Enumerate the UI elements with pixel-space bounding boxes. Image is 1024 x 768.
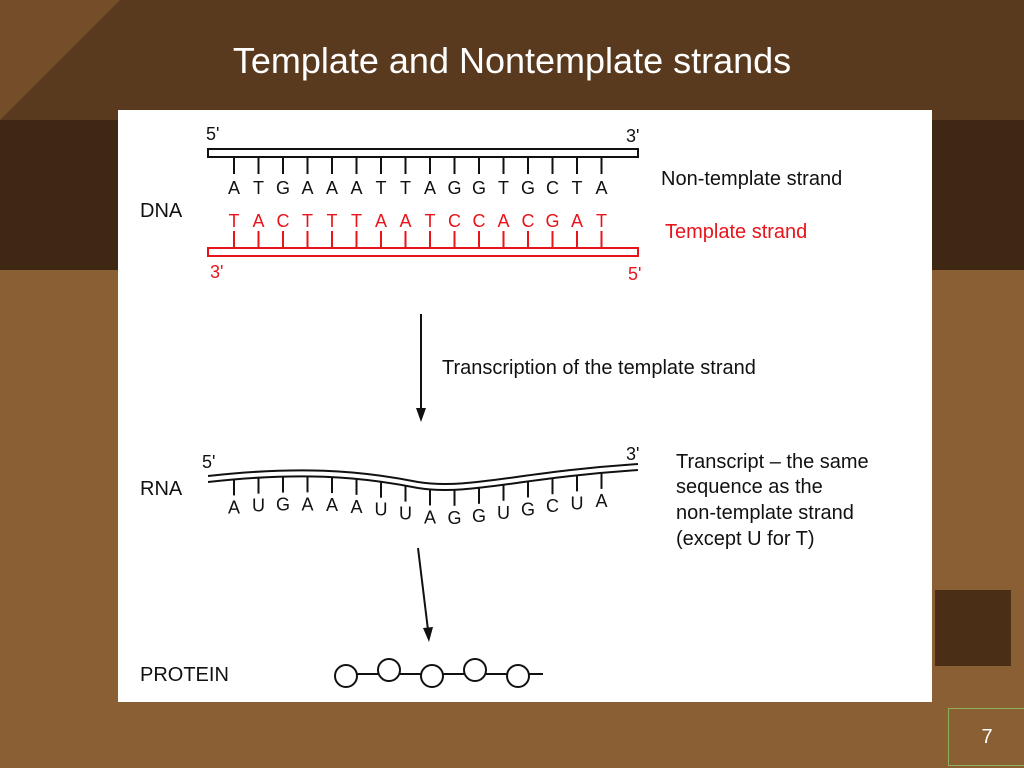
template-base: A — [375, 211, 387, 231]
template-base: T — [229, 211, 240, 231]
top-strand-5-prime: 5' — [206, 124, 219, 144]
nontemplate-base: T — [400, 178, 411, 198]
nontemplate-base: G — [521, 178, 535, 198]
template-base: T — [425, 211, 436, 231]
rna-base: U — [375, 500, 388, 520]
template-base: T — [351, 211, 362, 231]
template-backbone — [207, 247, 639, 257]
rna-5-prime: 5' — [202, 452, 215, 472]
decorative-square — [935, 590, 1011, 666]
template-base: A — [399, 211, 411, 231]
amino-acid-bead — [463, 658, 487, 682]
nontemplate-base: A — [424, 178, 436, 198]
nontemplate-base: C — [546, 178, 559, 198]
rna-base: A — [326, 495, 338, 515]
rna-backbone-top — [207, 463, 639, 485]
rna-base: G — [447, 508, 461, 528]
template-base: C — [448, 211, 461, 231]
amino-acid-bead — [334, 664, 358, 688]
transcription-label: Transcription of the template strand — [442, 357, 756, 379]
nontemplate-base: T — [498, 178, 509, 198]
nontemplate-base: T — [253, 178, 264, 198]
transcript-note-line: Transcript – the same — [676, 451, 869, 473]
nontemplate-base: G — [276, 178, 290, 198]
template-base: T — [302, 211, 313, 231]
background-top — [0, 0, 1024, 120]
rna-base: A — [350, 497, 362, 517]
transcript-note: Transcript – the same sequence as the no… — [676, 451, 874, 550]
template-base: C — [522, 211, 535, 231]
nontemplate-base: A — [350, 178, 362, 198]
rna-base: A — [228, 497, 240, 517]
transcript-note-line: sequence as the — [676, 476, 823, 498]
template-ticks — [233, 231, 603, 248]
amino-acid-bead — [506, 664, 530, 688]
amino-acid-bead — [420, 664, 444, 688]
translation-arrowhead — [423, 627, 433, 642]
rna-base: A — [595, 491, 607, 511]
template-base: A — [571, 211, 583, 231]
template-base: T — [596, 211, 607, 231]
rna-label: RNA — [140, 478, 183, 500]
rna-base: A — [301, 494, 313, 514]
rna-base: U — [252, 496, 265, 516]
transcript-note-line: non-template strand — [676, 502, 854, 524]
rna-3-prime: 3' — [626, 444, 639, 464]
nontemplate-base: G — [447, 178, 461, 198]
transcription-arrowhead — [416, 408, 426, 422]
top-strand-3-prime: 3' — [626, 126, 639, 146]
nontemplate-base: T — [572, 178, 583, 198]
nontemplate-base: A — [326, 178, 338, 198]
template-base: C — [473, 211, 486, 231]
template-base: C — [277, 211, 290, 231]
slide-title: Template and Nontemplate strands — [232, 40, 792, 81]
dna-label: DNA — [140, 200, 183, 222]
nontemplate-strand-label: Non-template strand — [661, 168, 842, 190]
protein-chain — [334, 658, 543, 688]
rna-base: G — [521, 499, 535, 519]
bottom-strand-3-prime: 3' — [210, 262, 223, 282]
template-base: G — [545, 211, 559, 231]
template-base: T — [327, 211, 338, 231]
bottom-strand-5-prime: 5' — [628, 264, 641, 284]
rna-base: G — [276, 495, 290, 515]
nontemplate-base: T — [376, 178, 387, 198]
rna-base: U — [399, 504, 412, 524]
rna-backbone-bottom — [207, 469, 639, 491]
rna-ticks — [233, 472, 603, 506]
template-strand-label: Template strand — [665, 221, 807, 243]
nontemplate-base: A — [595, 178, 607, 198]
decorative-triangle — [0, 0, 120, 120]
nontemplate-base: A — [301, 178, 313, 198]
rna-base: C — [546, 496, 559, 516]
rna-base: U — [571, 493, 584, 513]
translation-arrow — [417, 547, 429, 631]
rna-base: G — [472, 506, 486, 526]
template-base: A — [252, 211, 264, 231]
rna-base: U — [497, 503, 510, 523]
protein-label: PROTEIN — [140, 664, 229, 686]
page-number: 7 — [948, 708, 1024, 766]
rna-base: A — [424, 507, 436, 527]
template-base: A — [497, 211, 509, 231]
nontemplate-base: A — [228, 178, 240, 198]
amino-acid-bead — [377, 658, 401, 682]
transcript-note-line: (except U for T) — [676, 528, 815, 550]
nontemplate-ticks — [233, 157, 603, 174]
nontemplate-base: G — [472, 178, 486, 198]
nontemplate-backbone — [207, 148, 639, 158]
